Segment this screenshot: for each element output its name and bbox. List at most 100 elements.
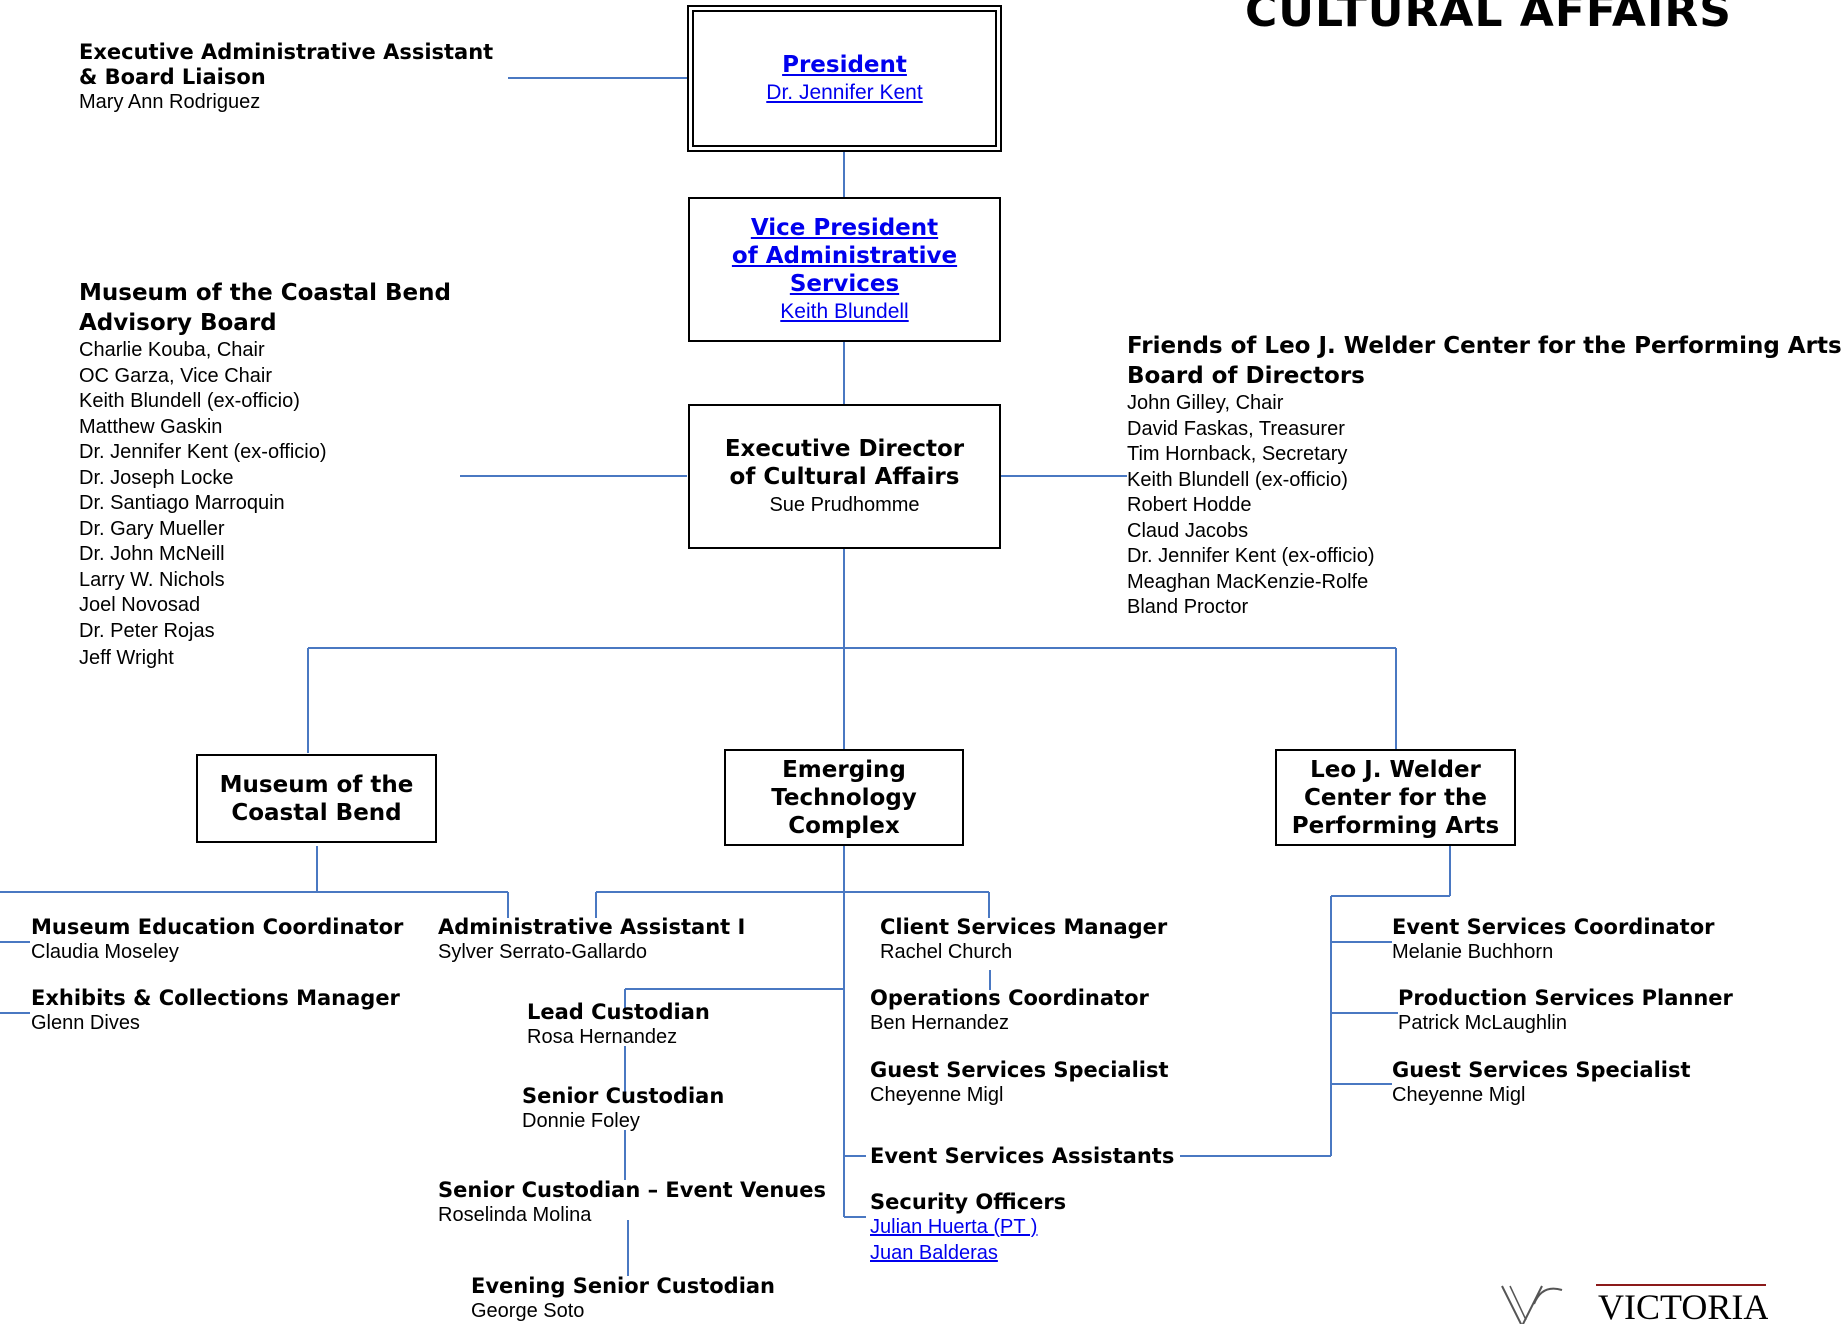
staff-name: Ben Hernandez [870, 1012, 1009, 1034]
museum-board-member: OC Garza, Vice Chair [79, 364, 273, 387]
museum-unit-title-line: Coastal Bend [231, 799, 402, 826]
friends-board-block: Friends of Leo J. Welder Center for the … [1127, 331, 1842, 621]
etc-unit-title-line: Emerging [782, 756, 906, 783]
staff-title: Guest Services Specialist [870, 1058, 1169, 1082]
security-officer-link[interactable]: Julian Huerta (PT ) [870, 1216, 1038, 1238]
event-assistants-title: Event Services Assistants [870, 1144, 1175, 1168]
exec-assistant-title-line: & Board Liaison [79, 65, 266, 89]
security-block: Security Officers Julian Huerta (PT ) Ju… [870, 1190, 1066, 1266]
museum-board-member: Dr. Gary Mueller [79, 517, 225, 540]
staff-name: Donnie Foley [522, 1110, 640, 1132]
vp-name[interactable]: Keith Blundell [780, 299, 909, 323]
welder-unit-title-line: Center for the [1304, 784, 1487, 811]
friends-board-member: Dr. Jennifer Kent (ex-officio) [1127, 545, 1375, 567]
museum-unit-title-line: Museum of the [219, 771, 414, 798]
staff-title: Senior Custodian [522, 1084, 725, 1108]
staff-name: Roselinda Molina [438, 1204, 592, 1226]
museum-board-member: Joel Novosad [79, 594, 201, 616]
exec-director-box: Executive Director of Cultural Affairs S… [688, 404, 1001, 549]
staff-name: Cheyenne Migl [1392, 1084, 1526, 1106]
logo-text: VICTORIA [1598, 1287, 1768, 1324]
museum-board-member: Larry W. Nichols [79, 568, 225, 591]
staff-title: Guest Services Specialist [1392, 1058, 1691, 1082]
staff-title: Operations Coordinator [870, 986, 1149, 1010]
staff-entry: Operations Coordinator Ben Hernandez [870, 986, 1149, 1037]
staff-entry: Guest Services Specialist Cheyenne Migl [870, 1058, 1169, 1109]
welder-unit-title-line: Performing Arts [1291, 812, 1500, 839]
staff-title: Evening Senior Custodian [471, 1274, 776, 1298]
friends-board-member: John Gilley, Chair [1127, 392, 1284, 414]
vp-title-line[interactable]: Services [789, 270, 900, 297]
president-title[interactable]: President [782, 51, 907, 78]
vc-monogram-icon [1501, 1285, 1563, 1324]
staff-name: Melanie Buchhorn [1392, 941, 1554, 963]
staff-title: Lead Custodian [527, 1000, 710, 1024]
museum-board-member: Dr. John McNeill [79, 543, 225, 565]
friends-board-member: Robert Hodde [1127, 494, 1252, 516]
security-officer-link[interactable]: Juan Balderas [870, 1241, 998, 1264]
staff-title: Event Services Coordinator [1392, 915, 1715, 939]
staff-entry: Exhibits & Collections Manager Glenn Div… [31, 986, 400, 1037]
exec-director-title-line: Executive Director [724, 435, 965, 462]
staff-title: Client Services Manager [880, 915, 1168, 939]
friends-board-title-line: Board of Directors [1127, 363, 1365, 389]
staff-name: Glenn Dives [31, 1012, 140, 1034]
museum-unit-box: Museum of the Coastal Bend [196, 754, 437, 843]
staff-name: George Soto [471, 1300, 585, 1322]
staff-name: Rachel Church [880, 941, 1013, 963]
president-name[interactable]: Dr. Jennifer Kent [766, 80, 923, 104]
staff-entry: Evening Senior Custodian George Soto [471, 1274, 775, 1325]
friends-board-title-line: Friends of Leo J. Welder Center for the … [1127, 333, 1842, 359]
staff-entry: Production Services Planner Patrick McLa… [1398, 986, 1733, 1037]
museum-board-title-line: Advisory Board [79, 310, 277, 336]
staff-name: Rosa Hernandez [527, 1026, 678, 1048]
friends-board-member: Meaghan MacKenzie-Rolfe [1127, 570, 1369, 593]
exec-assistant-block: Executive Administrative Assistant & Boa… [79, 40, 493, 116]
friends-board-member: Keith Blundell (ex-officio) [1127, 468, 1348, 491]
friends-board-member: Claud Jacobs [1127, 519, 1249, 542]
welder-unit-title-line: Leo J. Welder [1310, 756, 1481, 783]
staff-entry: Administrative Assistant I Sylver Serrat… [438, 915, 745, 966]
friends-board-member: Bland Proctor [1127, 596, 1249, 618]
staff-title: Administrative Assistant I [438, 915, 746, 939]
staff-entry: Museum Education Coordinator Claudia Mos… [31, 915, 403, 966]
staff-entry: Senior Custodian – Event Venues Roselind… [438, 1178, 826, 1229]
friends-board-member: Tim Hornback, Secretary [1127, 443, 1348, 465]
staff-entry: Event Services Coordinator Melanie Buchh… [1392, 915, 1715, 966]
staff-entry: Client Services Manager Rachel Church [880, 915, 1167, 966]
staff-entry: Event Services Assistants [870, 1144, 1174, 1169]
staff-title: Exhibits & Collections Manager [31, 986, 400, 1010]
museum-board-member: Matthew Gaskin [79, 415, 223, 438]
etc-unit-title-line: Technology [771, 784, 917, 811]
staff-title: Museum Education Coordinator [31, 915, 404, 939]
vp-box: Vice President of Administrative Service… [688, 197, 1001, 342]
museum-board-member: Dr. Santiago Marroquin [79, 492, 285, 514]
museum-board-member: Dr. Joseph Locke [79, 466, 234, 489]
exec-director-name: Sue Prudhomme [769, 493, 920, 516]
exec-assistant-title-line: Executive Administrative Assistant [79, 40, 494, 64]
museum-board-block: Museum of the Coastal Bend Advisory Boar… [79, 278, 451, 672]
museum-board-member: Jeff Wright [79, 647, 174, 669]
exec-assistant-name: Mary Ann Rodriguez [79, 91, 261, 113]
president-box: President Dr. Jennifer Kent [687, 5, 1002, 152]
staff-name: Claudia Moseley [31, 941, 179, 963]
staff-name: Cheyenne Migl [870, 1084, 1004, 1106]
victoria-logo: VICTORIA [1498, 1282, 1768, 1324]
exec-director-title-line: of Cultural Affairs [729, 463, 960, 490]
vp-title-line[interactable]: Vice President [750, 214, 939, 241]
museum-board-member: Keith Blundell (ex-officio) [79, 390, 300, 412]
staff-name: Patrick McLaughlin [1398, 1012, 1567, 1034]
vp-title-line[interactable]: of Administrative [731, 242, 958, 269]
museum-board-title-line: Museum of the Coastal Bend [79, 280, 451, 306]
staff-entry: Lead Custodian Rosa Hernandez [527, 1000, 710, 1051]
etc-unit-box: Emerging Technology Complex [724, 749, 964, 846]
welder-unit-box: Leo J. Welder Center for the Performing … [1275, 749, 1516, 846]
museum-board-member: Dr. Peter Rojas [79, 619, 215, 642]
page-banner: CULTURAL AFFAIRS [1245, 0, 1732, 37]
staff-name: Sylver Serrato-Gallardo [438, 941, 647, 963]
staff-title: Security Officers [870, 1190, 1067, 1214]
friends-board-member: David Faskas, Treasurer [1127, 417, 1345, 440]
museum-board-member: Dr. Jennifer Kent (ex-officio) [79, 441, 327, 463]
staff-title: Senior Custodian – Event Venues [438, 1178, 826, 1202]
